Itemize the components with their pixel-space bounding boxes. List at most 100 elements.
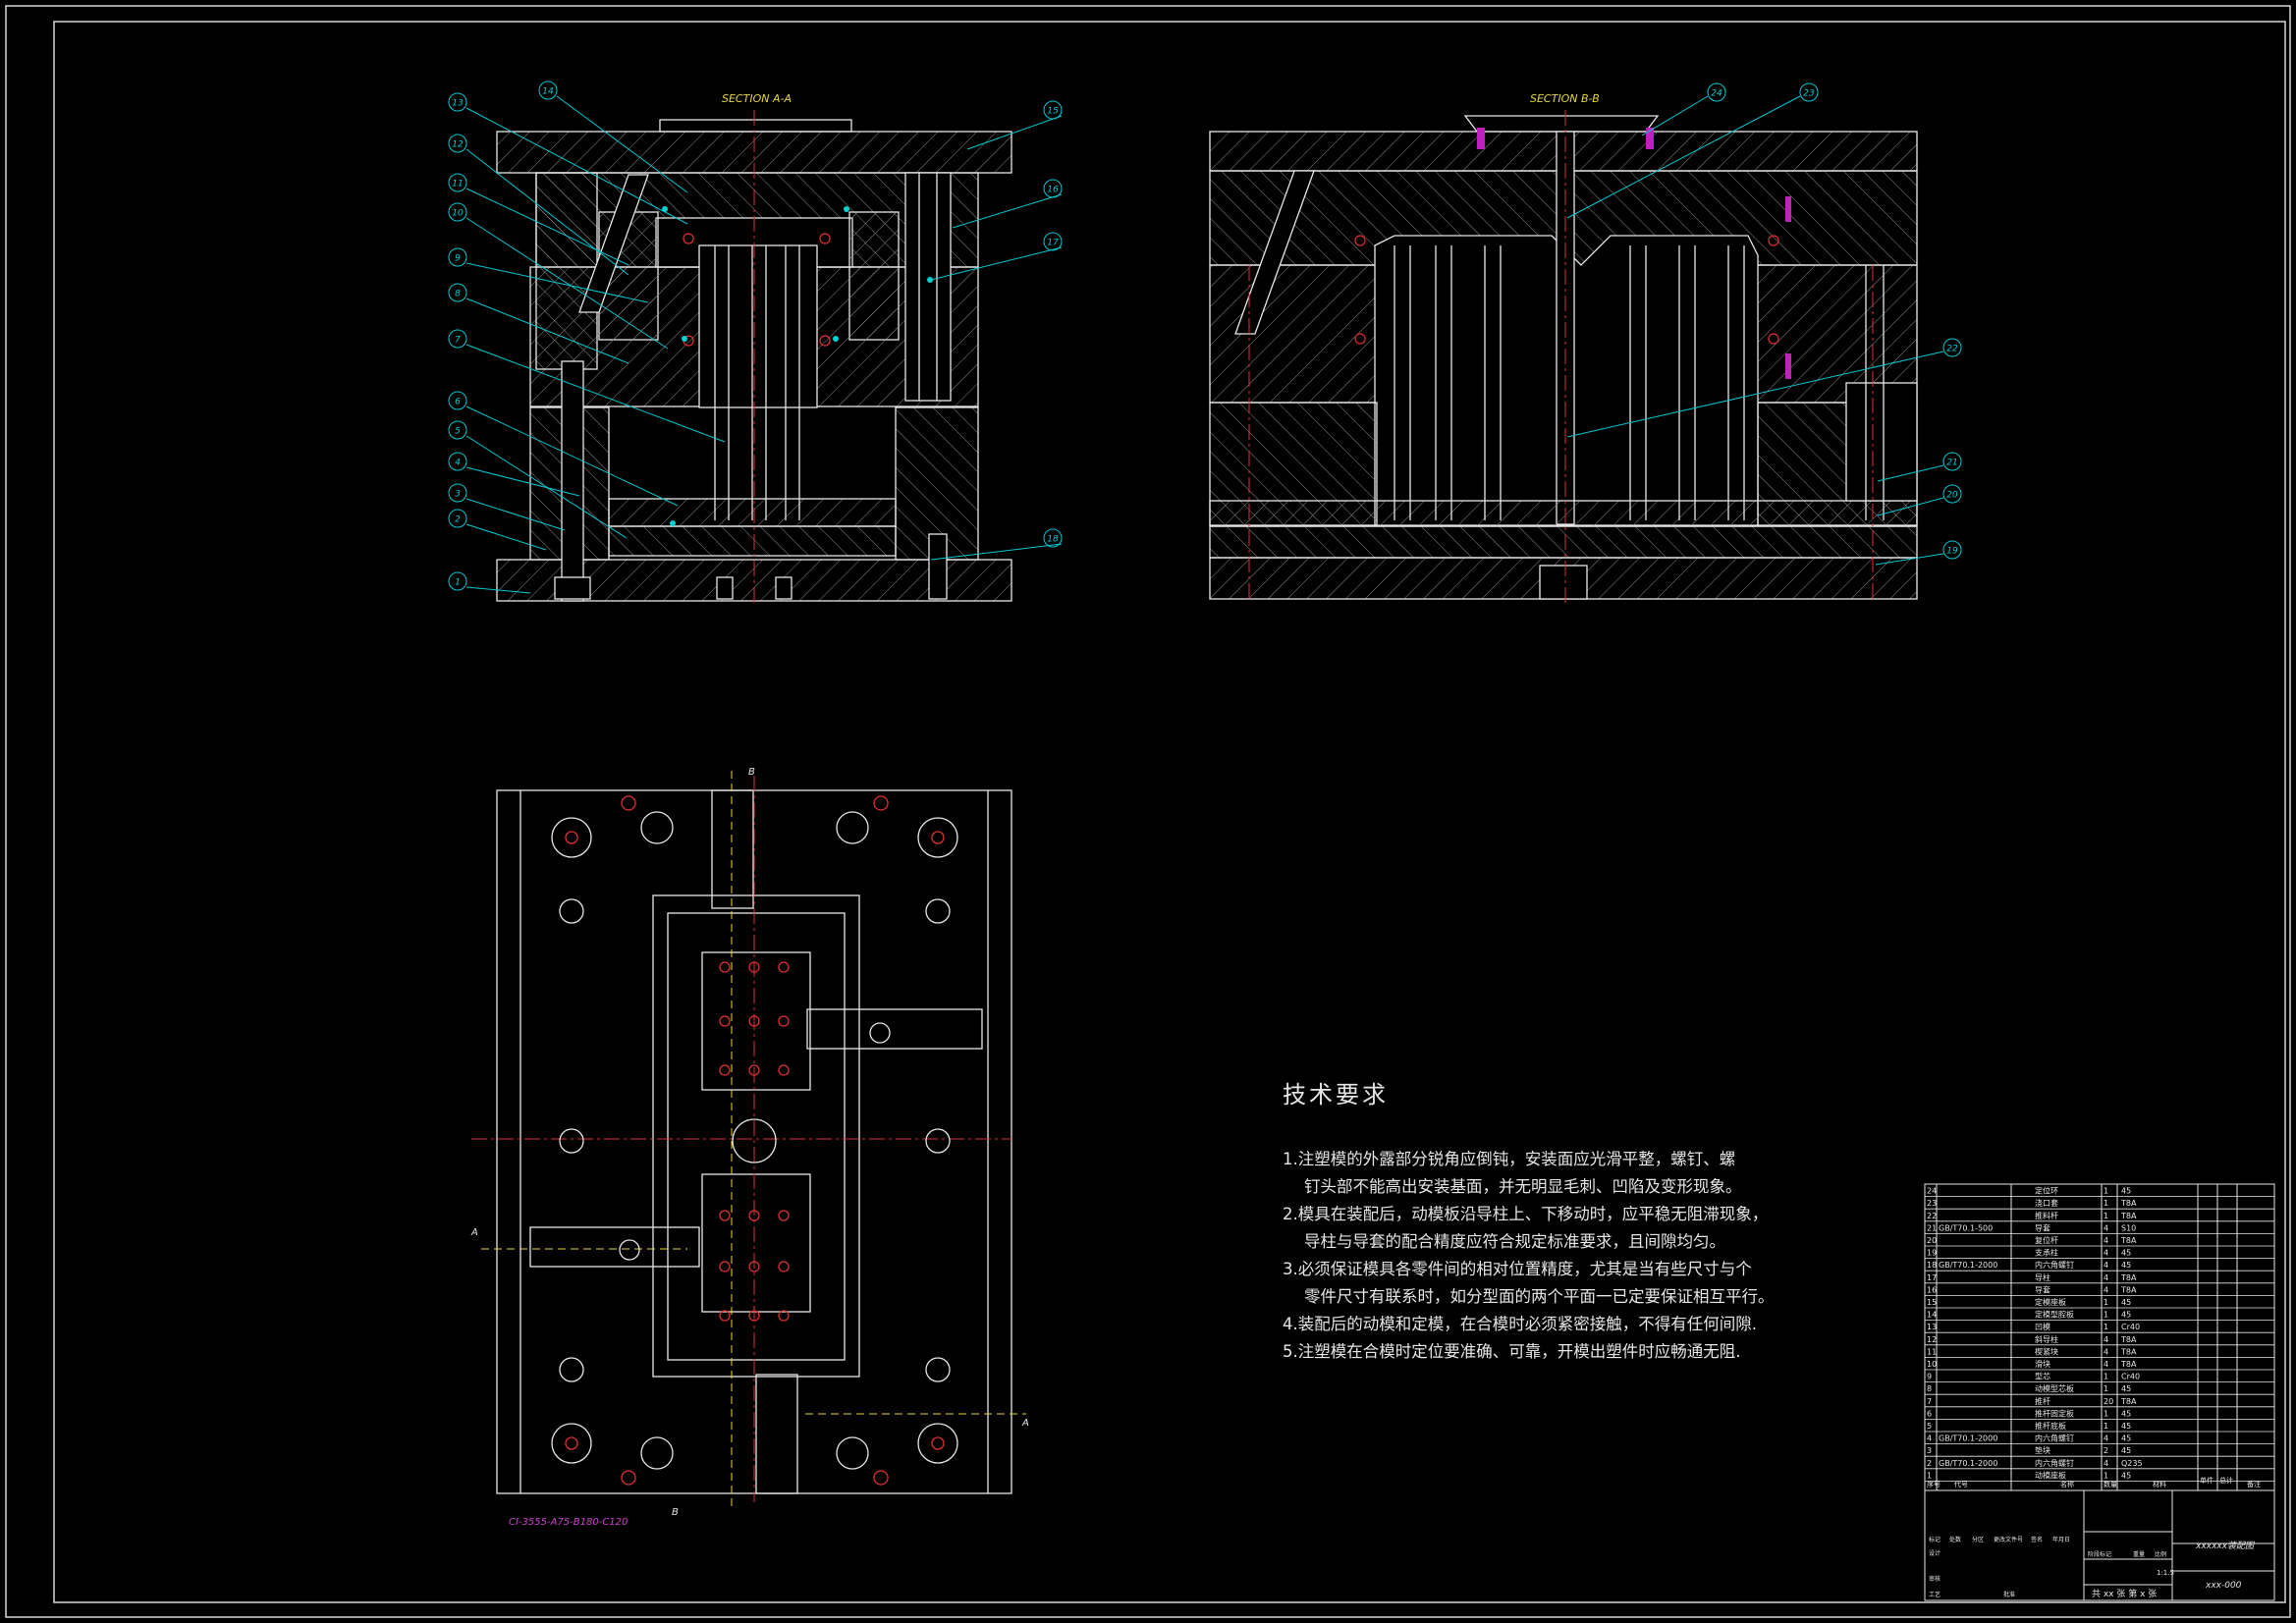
bom-cell-no: 10 xyxy=(1927,1360,1937,1369)
moldbase-code: CI-3555-A75-B180-C120 xyxy=(509,1517,628,1528)
callout-bubble xyxy=(448,283,467,302)
bom-cell-qty: 2 xyxy=(2104,1446,2108,1455)
bom-cell-no: 12 xyxy=(1927,1335,1937,1344)
callout-number: 20 xyxy=(1946,491,1958,501)
bom-cell-mat: T8A xyxy=(2120,1347,2137,1356)
bom-cell-name: 内六角螺钉 xyxy=(2035,1434,2074,1443)
bom-cell-name: 推杆固定板 xyxy=(2035,1408,2074,1418)
bom-cell-qty: 4 xyxy=(2104,1360,2108,1369)
callout-bubble xyxy=(1799,82,1819,102)
callout-bubble xyxy=(448,92,467,112)
callout-leader xyxy=(465,188,629,266)
callout-number: 17 xyxy=(1047,239,1059,248)
callout-bubble xyxy=(448,420,467,440)
bom-cell-name: 导柱 xyxy=(2035,1272,2050,1282)
callout-bubble xyxy=(538,81,558,100)
callout-bubble xyxy=(1942,540,1962,560)
svg-text:单件: 单件 xyxy=(2200,1476,2214,1485)
svg-text:备注: 备注 xyxy=(2247,1480,2261,1488)
callout-bubble xyxy=(448,202,467,222)
svg-text:处数: 处数 xyxy=(1949,1536,1961,1543)
callout-leader xyxy=(1877,464,1944,482)
bom-cell-mat: 45 xyxy=(2121,1446,2131,1455)
section-b-label: SECTION B-B xyxy=(1530,92,1600,105)
bom-cell-mat: 45 xyxy=(2121,1298,2131,1307)
bom-cell-mat: T8A xyxy=(2120,1360,2137,1369)
bom-cell-qty: 4 xyxy=(2104,1236,2108,1245)
bom-cell-no: 3 xyxy=(1927,1446,1932,1455)
callout-bubble xyxy=(1043,528,1063,548)
svg-text:阶段标记: 阶段标记 xyxy=(2088,1550,2111,1558)
drawing-number: xxx-000 xyxy=(2205,1581,2242,1591)
callout-bubble xyxy=(448,452,467,471)
bom-cell-mat: Cr40 xyxy=(2121,1323,2140,1331)
bom-cell-mat: T8A xyxy=(2120,1335,2137,1344)
callout-leader xyxy=(465,148,629,276)
bom-cell-no: 18 xyxy=(1927,1261,1937,1270)
drawing-name: xxxxxx装配图 xyxy=(2195,1541,2256,1551)
svg-text:更改文件号: 更改文件号 xyxy=(1994,1536,2023,1543)
callout-number: 19 xyxy=(1946,547,1958,557)
callout-leader xyxy=(465,435,628,539)
callout-leader xyxy=(465,498,566,531)
bom-cell-name: 导套 xyxy=(2035,1284,2050,1294)
callout-leader xyxy=(1566,351,1944,438)
callout-number: 24 xyxy=(1711,89,1722,99)
bom-cell-name: 复位杆 xyxy=(2035,1235,2058,1245)
bom-cell-mat: S10 xyxy=(2121,1223,2136,1232)
callout-number: 21 xyxy=(1946,459,1957,468)
bom-cell-qty: 4 xyxy=(2104,1335,2108,1344)
bom-cell-name: 滑块 xyxy=(2035,1359,2050,1369)
callout-bubble xyxy=(1942,484,1962,504)
callout-bubble xyxy=(1942,338,1962,357)
bom-cell-name: 定位环 xyxy=(2035,1186,2058,1196)
bom-cell-qty: 4 xyxy=(2104,1223,2108,1232)
callout-number: 5 xyxy=(455,427,461,437)
callout-leader xyxy=(465,586,531,594)
bom-cell-name: 推杆 xyxy=(2035,1396,2050,1406)
sheet-count: 共 xx 张 第 x 张 xyxy=(2092,1588,2157,1599)
bom-cell-qty: 20 xyxy=(2104,1397,2113,1406)
svg-text:名称: 名称 xyxy=(2060,1480,2074,1488)
callout-number: 13 xyxy=(452,99,464,109)
bom-cell-no: 22 xyxy=(1927,1212,1937,1220)
bom-cell-name: 推杆底板 xyxy=(2035,1421,2066,1431)
callout-number: 4 xyxy=(455,459,461,468)
bom-cell-no: 8 xyxy=(1927,1384,1932,1393)
bom-cell-qty: 1 xyxy=(2104,1212,2108,1220)
bom-cell-name: 支承柱 xyxy=(2035,1248,2058,1258)
section-a-label: SECTION A-A xyxy=(722,92,792,105)
section-b-view: SECTION B-B xyxy=(1209,92,1918,605)
callout-number: 11 xyxy=(452,180,463,189)
bom-cell-qty: 4 xyxy=(2104,1285,2108,1294)
callout-number: 14 xyxy=(542,87,554,97)
bom-cell-qty: 4 xyxy=(2104,1249,2108,1258)
callout-bubble xyxy=(1043,232,1063,251)
callout-bubble xyxy=(448,483,467,503)
bom-cell-no: 19 xyxy=(1927,1249,1937,1258)
bom-cell-mat: T8A xyxy=(2120,1199,2137,1208)
callout-bubble xyxy=(1043,100,1063,120)
bom-cell-mat: 45 xyxy=(2121,1187,2131,1196)
bom-cell-mat: Q235 xyxy=(2121,1459,2143,1468)
bom-cell-qty: 1 xyxy=(2104,1187,2108,1196)
callout-bubble xyxy=(1942,452,1962,471)
callout-leader xyxy=(556,95,688,193)
callout-leader xyxy=(1566,95,1801,219)
bom-cell-no: 5 xyxy=(1927,1422,1932,1431)
bom-cell-qty: 1 xyxy=(2104,1384,2108,1393)
bom-cell-qty: 4 xyxy=(2104,1459,2108,1468)
bom-cell-no: 14 xyxy=(1927,1311,1937,1320)
tech-title: 技术要求 xyxy=(1283,1081,1389,1109)
bom-cell-qty: 4 xyxy=(2104,1273,2108,1282)
svg-text:数量: 数量 xyxy=(2104,1480,2117,1488)
bom-cell-std: GB/T70.1-2000 xyxy=(1939,1434,1997,1443)
bom-cell-no: 1 xyxy=(1927,1471,1932,1480)
callout-bubble xyxy=(448,391,467,410)
bom-cell-mat: T8A xyxy=(2120,1273,2137,1282)
callout-bubble xyxy=(448,509,467,528)
section-a-view: SECTION A-A xyxy=(496,92,1012,605)
callout-leader xyxy=(465,466,580,497)
bom-cell-qty: 1 xyxy=(2104,1199,2108,1208)
callout-number: 22 xyxy=(1946,345,1958,354)
